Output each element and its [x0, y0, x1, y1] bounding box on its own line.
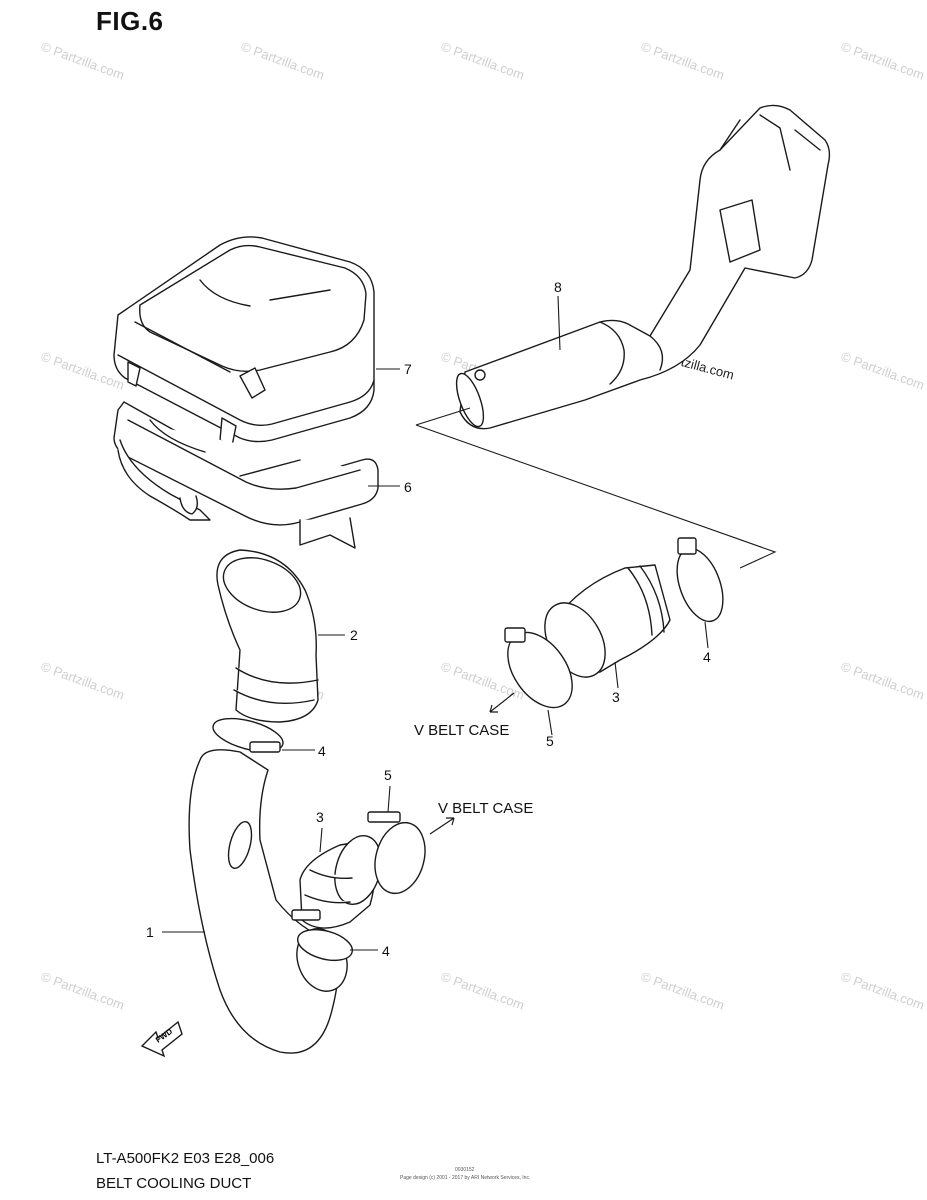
- model-code: LT-A500FK2 E03 E28_006: [96, 1150, 275, 1167]
- fwd-arrow-icon: FWD: [140, 1020, 183, 1058]
- callout-4-lower: 4: [382, 943, 390, 959]
- leader-lines: [162, 295, 777, 951]
- callout-1: 1: [146, 924, 154, 940]
- callout-5-upper: 5: [546, 733, 554, 749]
- watermark: © Partzilla.com: [239, 39, 326, 83]
- part-5-clamp-lower: [367, 811, 426, 895]
- callout-3-lower: 3: [316, 809, 324, 825]
- callout-8: 8: [554, 279, 562, 295]
- tiny-id: 0030152: [455, 1167, 475, 1173]
- watermark: © Partzilla.com: [39, 659, 126, 703]
- watermark: © Partzilla.com: [839, 659, 926, 703]
- v-belt-case-label-upper: V BELT CASE: [414, 722, 509, 739]
- callout-7: 7: [404, 361, 412, 377]
- part-4-clamp-upper: [676, 537, 724, 623]
- watermark: © Partzilla.com: [839, 969, 926, 1013]
- watermark: © Partzilla.com: [639, 969, 726, 1013]
- part-8-upper-duct: [455, 104, 831, 430]
- callout-6: 6: [404, 479, 412, 495]
- watermark: © Partzilla.com: [839, 349, 926, 393]
- tiny-copyright: Page design (c) 2001 - 2017 by ARI Netwo…: [400, 1175, 531, 1181]
- part-5-clamp-upper: [504, 627, 573, 709]
- callout-3-upper: 3: [612, 689, 620, 705]
- figure-title: FIG.6: [96, 6, 164, 36]
- watermark: © Partzilla.com: [439, 39, 526, 83]
- callout-5-lower: 5: [384, 767, 392, 783]
- watermark: © Partzilla.com: [639, 39, 726, 83]
- part-3-lower-hose: [299, 835, 382, 929]
- watermark: © Partzilla.com: [39, 969, 126, 1013]
- watermark: © Partzilla.com: [39, 39, 126, 83]
- part-4-clamp-lower: [291, 909, 353, 962]
- callout-2: 2: [350, 627, 358, 643]
- callouts: 7 6 8 2 4 1 4 3 5 4 3 5: [146, 279, 711, 959]
- arrows: [429, 692, 515, 835]
- callout-4-mid: 4: [318, 743, 326, 759]
- callout-4-upper: 4: [703, 649, 711, 665]
- watermark: © Partzilla.com: [439, 969, 526, 1013]
- part-7-upper-cover: [113, 236, 375, 447]
- part-2-elbow: [216, 549, 319, 723]
- v-belt-case-label-lower: V BELT CASE: [438, 800, 533, 817]
- section-name: BELT COOLING DUCT: [96, 1175, 252, 1192]
- part-4-clamp-mid: [212, 717, 284, 753]
- part-6-air-box: [113, 401, 379, 549]
- watermark: © Partzilla.com: [839, 39, 926, 83]
